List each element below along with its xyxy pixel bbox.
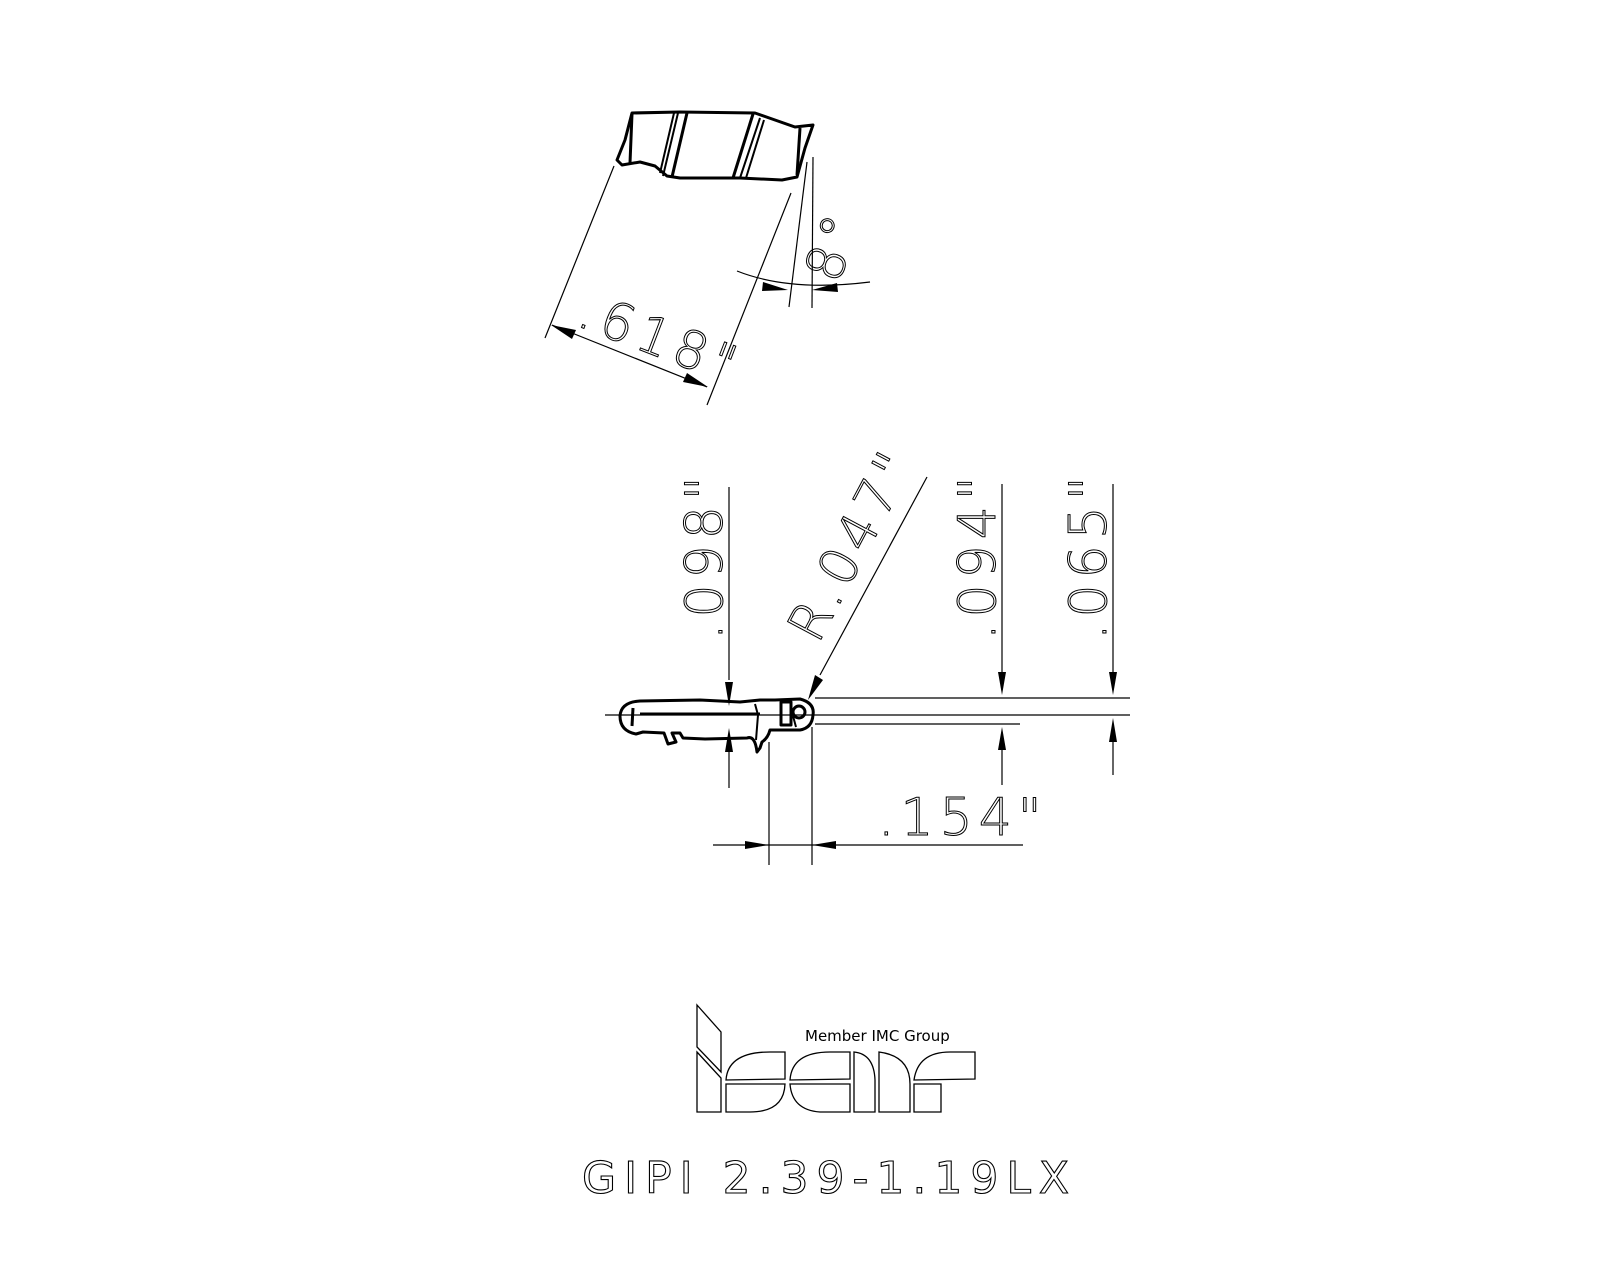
dim-length-618: .618" (570, 281, 750, 398)
iscar-logo: Member IMC Group (696, 1003, 976, 1113)
dim-angle-8: 8° (794, 202, 875, 289)
dim-height-098: .098" (675, 470, 735, 640)
side-view-insert (605, 697, 815, 754)
dim-width-154: .154" (878, 788, 1048, 848)
top-view-insert (615, 110, 815, 182)
dim-radius-047: R.047" (777, 438, 929, 652)
dim-height-094: .094" (948, 470, 1008, 640)
top-view-dimensions: .618" 8° (544, 156, 875, 406)
side-view-dimensions: .098" R.047" .094" .065" .154" (675, 437, 1130, 865)
logo-tagline: Member IMC Group (805, 1027, 950, 1045)
dim-height-065: .065" (1059, 470, 1119, 640)
part-number: GIPI 2.39-1.19LX (582, 1153, 1077, 1204)
